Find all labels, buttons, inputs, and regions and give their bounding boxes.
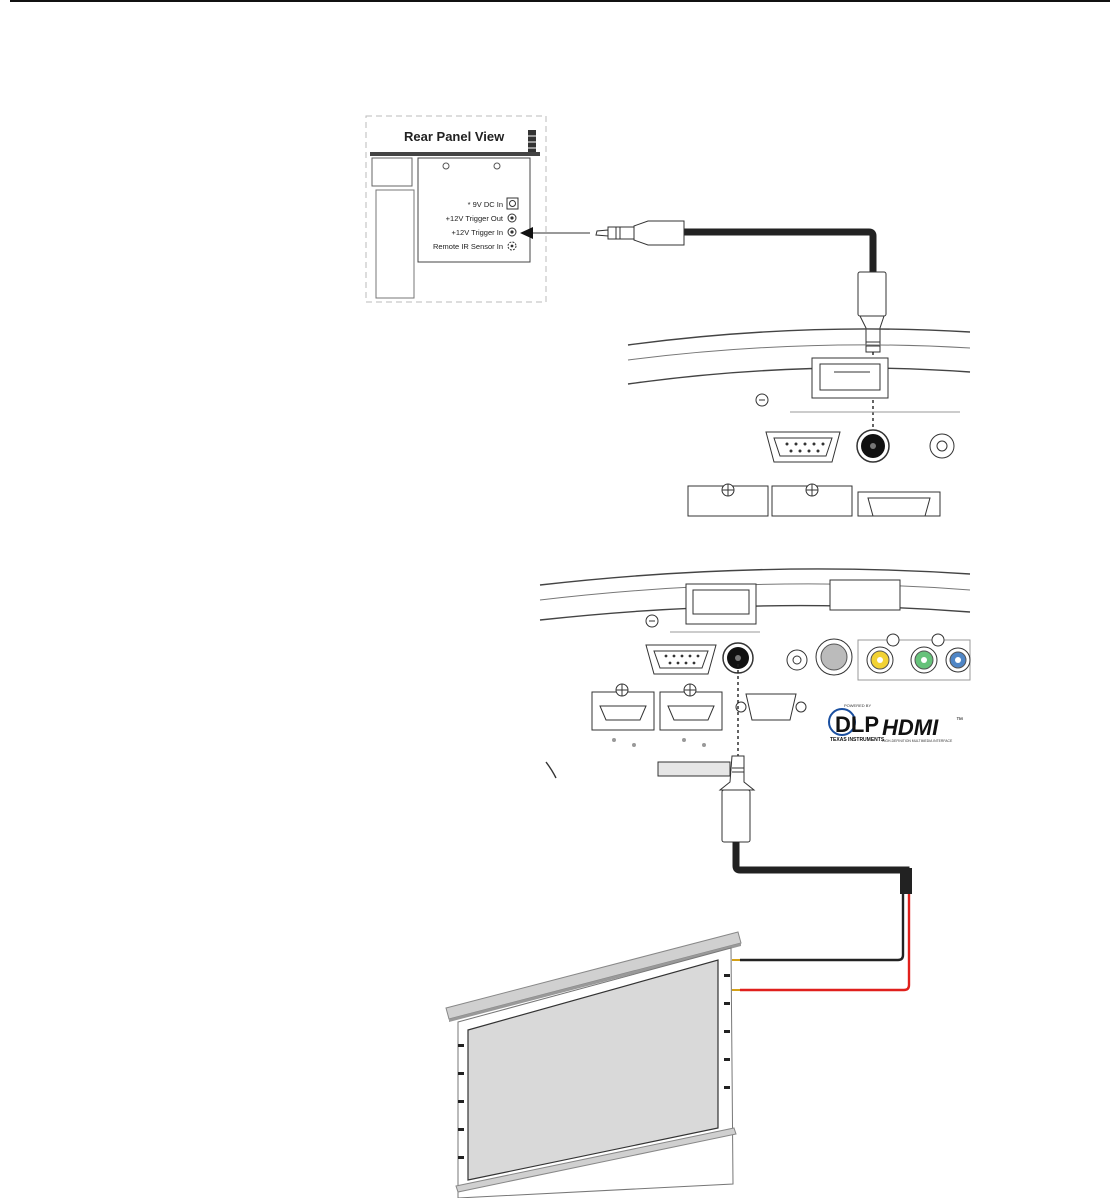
svg-text:POWERED BY: POWERED BY — [844, 703, 871, 708]
projection-screen — [446, 932, 741, 1198]
dlp-wordmark: DLP — [835, 712, 879, 737]
rear-panel-view: Rear Panel View * 9V DC In +12V Trigger … — [366, 116, 546, 302]
hdmi-logo: HDMI ™ HIGH-DEFINITION MULTIMEDIA INTERF… — [882, 715, 963, 743]
port-label-trigger-out: +12V Trigger Out — [446, 214, 504, 223]
port-label-trigger-in: +12V Trigger In — [452, 228, 504, 237]
dlp-logo: POWERED BY DLP TEXAS INSTRUMENTS — [829, 703, 885, 743]
hdmi-wordmark: HDMI — [882, 715, 939, 740]
insert-arrow — [520, 227, 590, 239]
rear-panel-title: Rear Panel View — [404, 129, 505, 144]
projector-panel-top — [628, 329, 970, 516]
hdmi-subtitle: HIGH-DEFINITION MULTIMEDIA INTERFACE — [882, 739, 953, 743]
port-label-ir-in: Remote IR Sensor In — [433, 242, 503, 251]
panel-edge-connector — [528, 130, 536, 154]
projector-panel-middle — [540, 569, 970, 778]
lower-trigger-cable — [720, 664, 912, 990]
svg-text:™: ™ — [956, 717, 963, 724]
dlp-subtitle: TEXAS INSTRUMENTS — [830, 737, 885, 743]
port-label-dc-in: * 9V DC In — [468, 200, 503, 209]
